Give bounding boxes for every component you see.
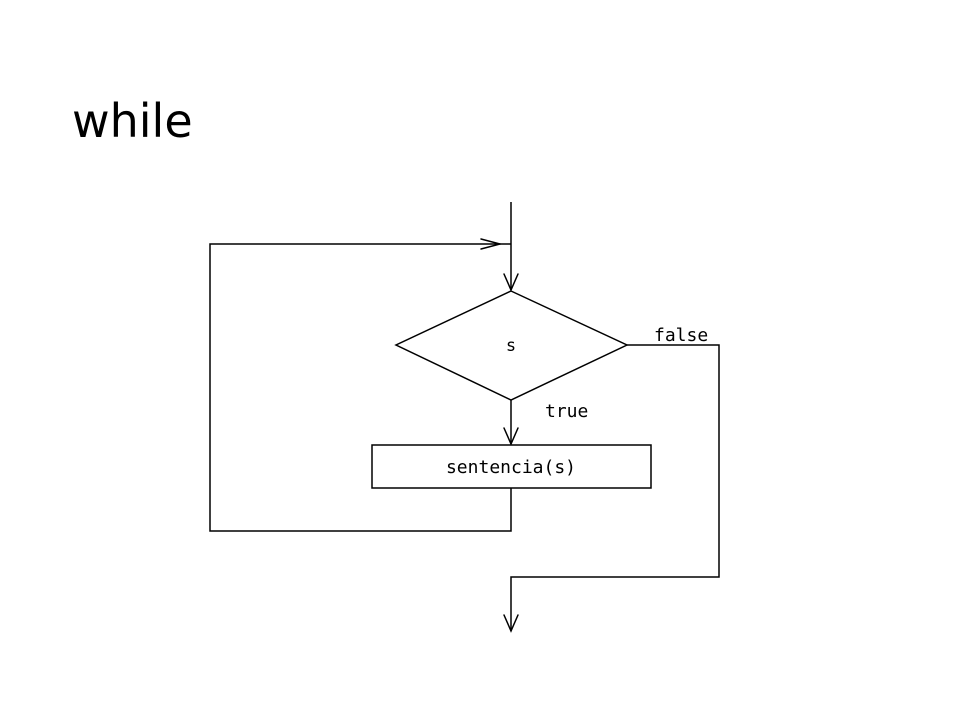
true-branch-arrowhead xyxy=(503,427,519,446)
statement-label: sentencia(s) xyxy=(446,457,576,478)
true-label: true xyxy=(545,401,588,422)
condition-label: s xyxy=(506,336,516,356)
loop-back-line xyxy=(209,243,512,532)
loop-back-arrowhead xyxy=(480,238,503,250)
statement-box xyxy=(371,444,652,489)
false-branch-line xyxy=(510,344,720,631)
false-label: false xyxy=(654,325,708,346)
entry-arrowhead xyxy=(503,273,519,292)
exit-arrowhead xyxy=(503,614,519,633)
slide-title: while xyxy=(72,94,193,148)
